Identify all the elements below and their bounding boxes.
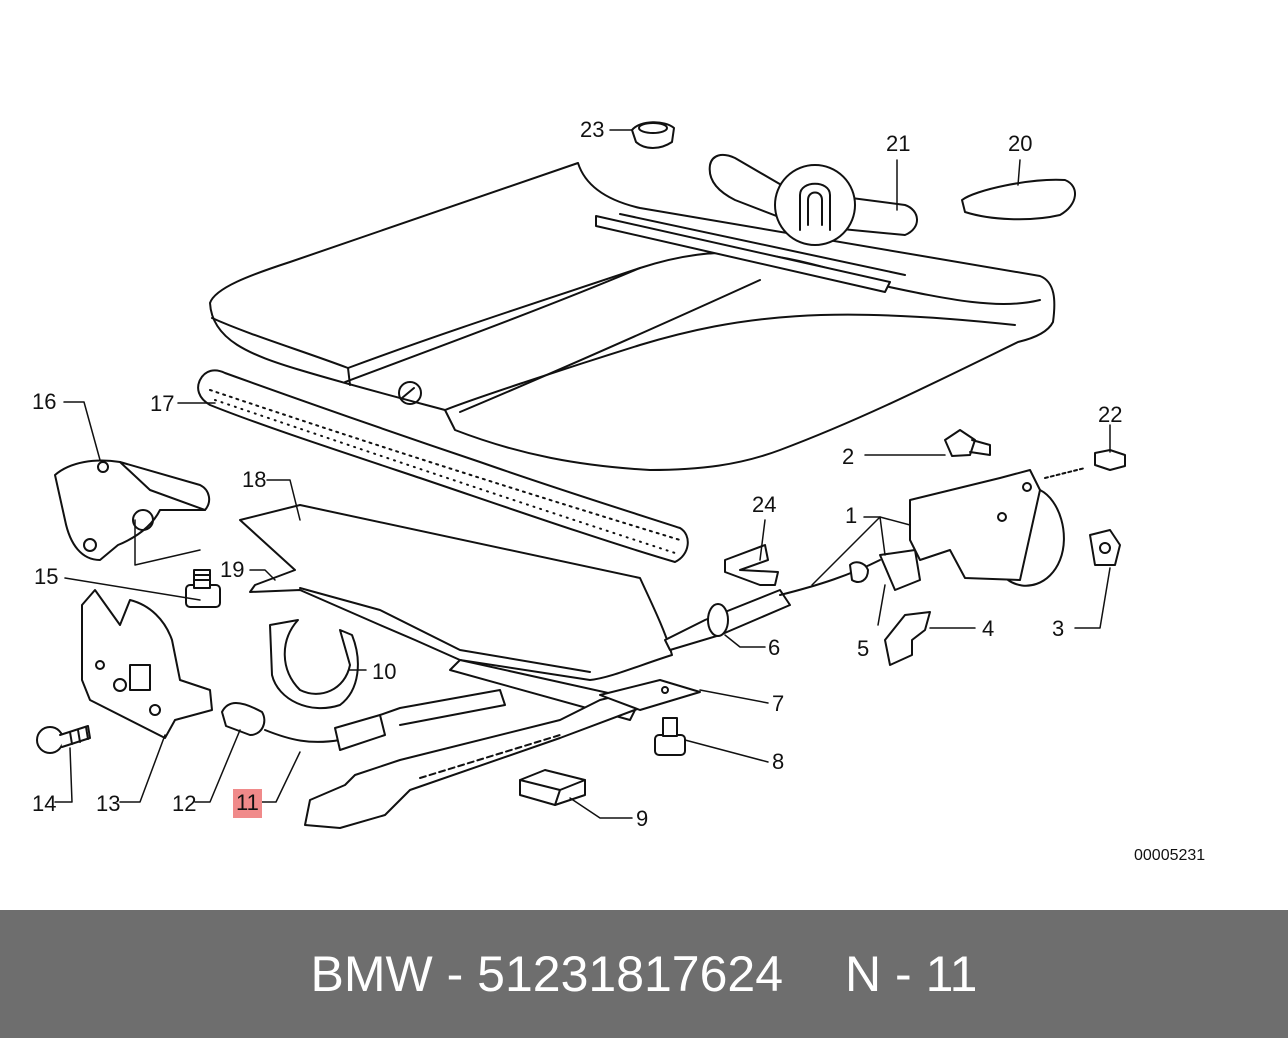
clip-24 xyxy=(724,544,779,586)
callout-7: 7 xyxy=(772,691,785,716)
brand-name: BMW xyxy=(310,946,433,1002)
bracket-plate-7 xyxy=(599,679,701,711)
nut-clip-3 xyxy=(1089,529,1121,566)
bolt-8 xyxy=(654,717,686,756)
callout-11-highlighted: 11 xyxy=(233,789,262,818)
drawing-reference-code: 00005231 xyxy=(1134,847,1206,864)
grommet-23 xyxy=(631,121,675,149)
callout-1: 1 xyxy=(845,503,858,528)
callout-6: 6 xyxy=(768,635,781,660)
footer-separator: - xyxy=(446,946,464,1002)
front-seal-strip xyxy=(197,369,689,563)
hood-panel xyxy=(209,162,1056,471)
bolt-14 xyxy=(36,725,91,754)
callout-2: 2 xyxy=(842,444,855,469)
cable-sleeve-12 xyxy=(221,702,266,736)
parts-diagram: 23 21 20 16 17 22 2 18 24 1 19 15 3 4 5 … xyxy=(32,117,1206,864)
bolt-2 xyxy=(944,429,991,457)
callout-3: 3 xyxy=(1052,616,1065,641)
callout-23: 23 xyxy=(580,117,605,142)
cover-20 xyxy=(961,178,1076,221)
bolt-15 xyxy=(185,569,221,608)
pin-22 xyxy=(1044,449,1126,479)
callout-19: 19 xyxy=(220,557,245,582)
lock-plate xyxy=(81,589,213,739)
callout-16: 16 xyxy=(32,389,57,414)
callout-13: 13 xyxy=(96,791,121,816)
callout-15: 15 xyxy=(34,564,59,589)
clip-4 xyxy=(884,611,931,666)
part-footer-bar: BMW - 51231817624 N - 11 xyxy=(0,910,1288,1038)
callout-21: 21 xyxy=(886,131,911,156)
callout-10: 10 xyxy=(372,659,397,684)
part-number: 51231817624 xyxy=(477,946,784,1002)
connector-9 xyxy=(519,769,586,806)
callout-17: 17 xyxy=(150,391,175,416)
callout-12: 12 xyxy=(172,791,197,816)
callout-18: 18 xyxy=(242,467,267,492)
hinge-bracket xyxy=(54,459,211,561)
callout-4: 4 xyxy=(982,616,995,641)
callout-8: 8 xyxy=(772,749,785,774)
exploded-view-drawing xyxy=(36,121,1126,829)
callout-9: 9 xyxy=(636,806,649,831)
cable-grommet-6 xyxy=(664,559,881,651)
seal-21 xyxy=(708,153,918,246)
callout-14: 14 xyxy=(32,791,57,816)
callout-22: 22 xyxy=(1098,402,1123,427)
callout-20: 20 xyxy=(1008,131,1033,156)
leader-lines xyxy=(54,129,1111,819)
clip-5 xyxy=(849,549,921,591)
hood-lock-catch xyxy=(909,469,1065,587)
release-cable-11 xyxy=(264,689,506,751)
cable-clip-10 xyxy=(269,619,359,710)
position-label: N - 11 xyxy=(845,946,978,1002)
callout-24: 24 xyxy=(752,492,777,517)
callout-5: 5 xyxy=(857,636,870,661)
